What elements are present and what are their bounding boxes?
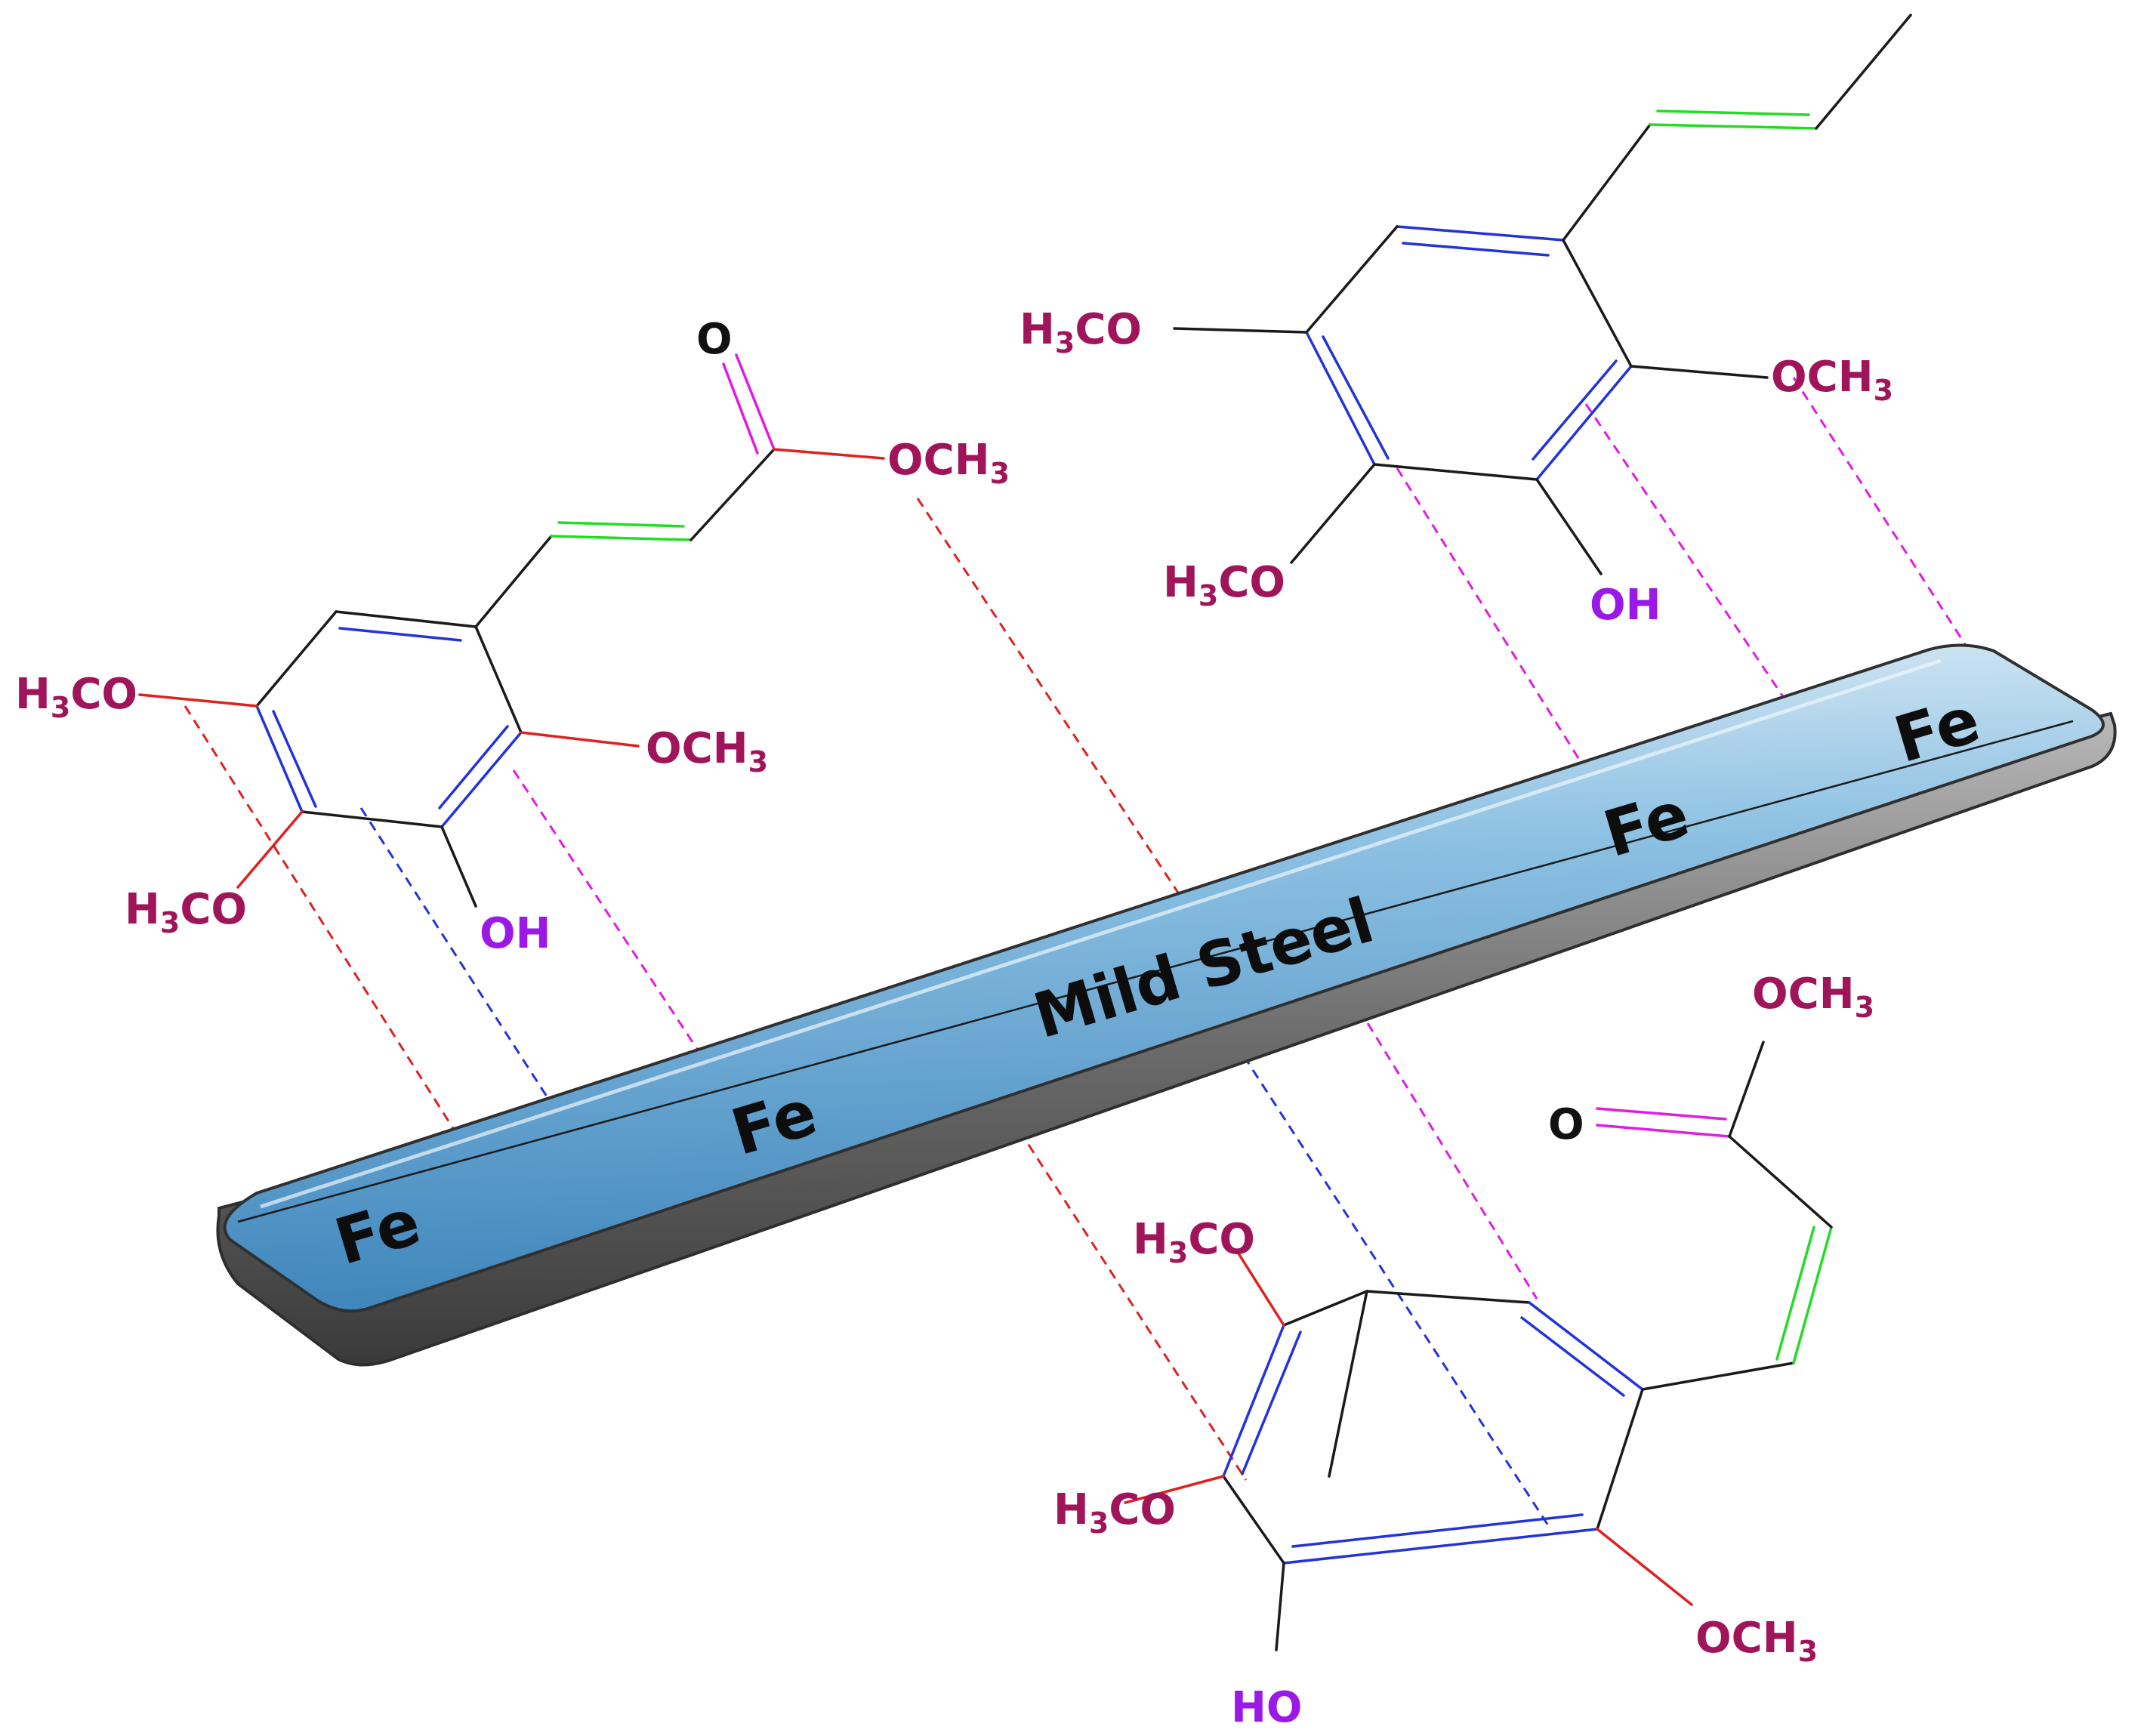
- hydroxyl-label: OH: [1590, 581, 1661, 630]
- interaction-line: [512, 769, 719, 1081]
- carbonyl-o-label: O: [1548, 1100, 1584, 1149]
- methoxy-label: H3CO: [1020, 305, 1142, 359]
- methoxy-label: H3CO: [1163, 558, 1285, 612]
- steel-bar-top: [223, 643, 2105, 1313]
- methoxy-label: OCH3: [1695, 1614, 1818, 1668]
- interaction-line: [916, 498, 1198, 922]
- interaction-line: [1584, 403, 1829, 763]
- hydroxyl-label: OH: [480, 909, 551, 958]
- carbonyl-o-label: O: [696, 315, 733, 364]
- methoxy-label: H3CO: [1053, 1485, 1176, 1540]
- interaction-line: [1331, 966, 1538, 1300]
- methoxy-label: OCH3: [1752, 970, 1874, 1024]
- molecule-upper-right: [1173, 14, 1912, 575]
- interaction-line: [1396, 467, 1606, 801]
- steel-bar-highlight: [260, 658, 1942, 1209]
- interaction-line: [184, 705, 462, 1141]
- methoxy-label: H3CO: [1133, 1215, 1255, 1269]
- methoxy-label: H3CO: [125, 885, 247, 939]
- molecule-upper-left: [138, 353, 885, 908]
- methoxy-label: OCH3: [1771, 353, 1893, 407]
- methoxy-label: OCH3: [887, 436, 1010, 490]
- methoxy-label: OCH3: [646, 724, 768, 779]
- molecule-lower-right-labels: OCH3 O H3CO H3CO OCH3 HO: [1053, 970, 1874, 1732]
- molecule-lower-right: [1124, 1041, 1833, 1651]
- molecule-upper-left-labels: O OCH3 H3CO OCH3 H3CO OH: [15, 315, 1010, 958]
- hydroxyl-label: HO: [1231, 1683, 1302, 1732]
- interaction-line: [1233, 1041, 1550, 1526]
- steel-bar-ridge: [237, 720, 2074, 1223]
- molecule-upper-right-labels: H3CO OCH3 H3CO OH: [1020, 305, 1893, 630]
- methoxy-label: H3CO: [15, 670, 137, 724]
